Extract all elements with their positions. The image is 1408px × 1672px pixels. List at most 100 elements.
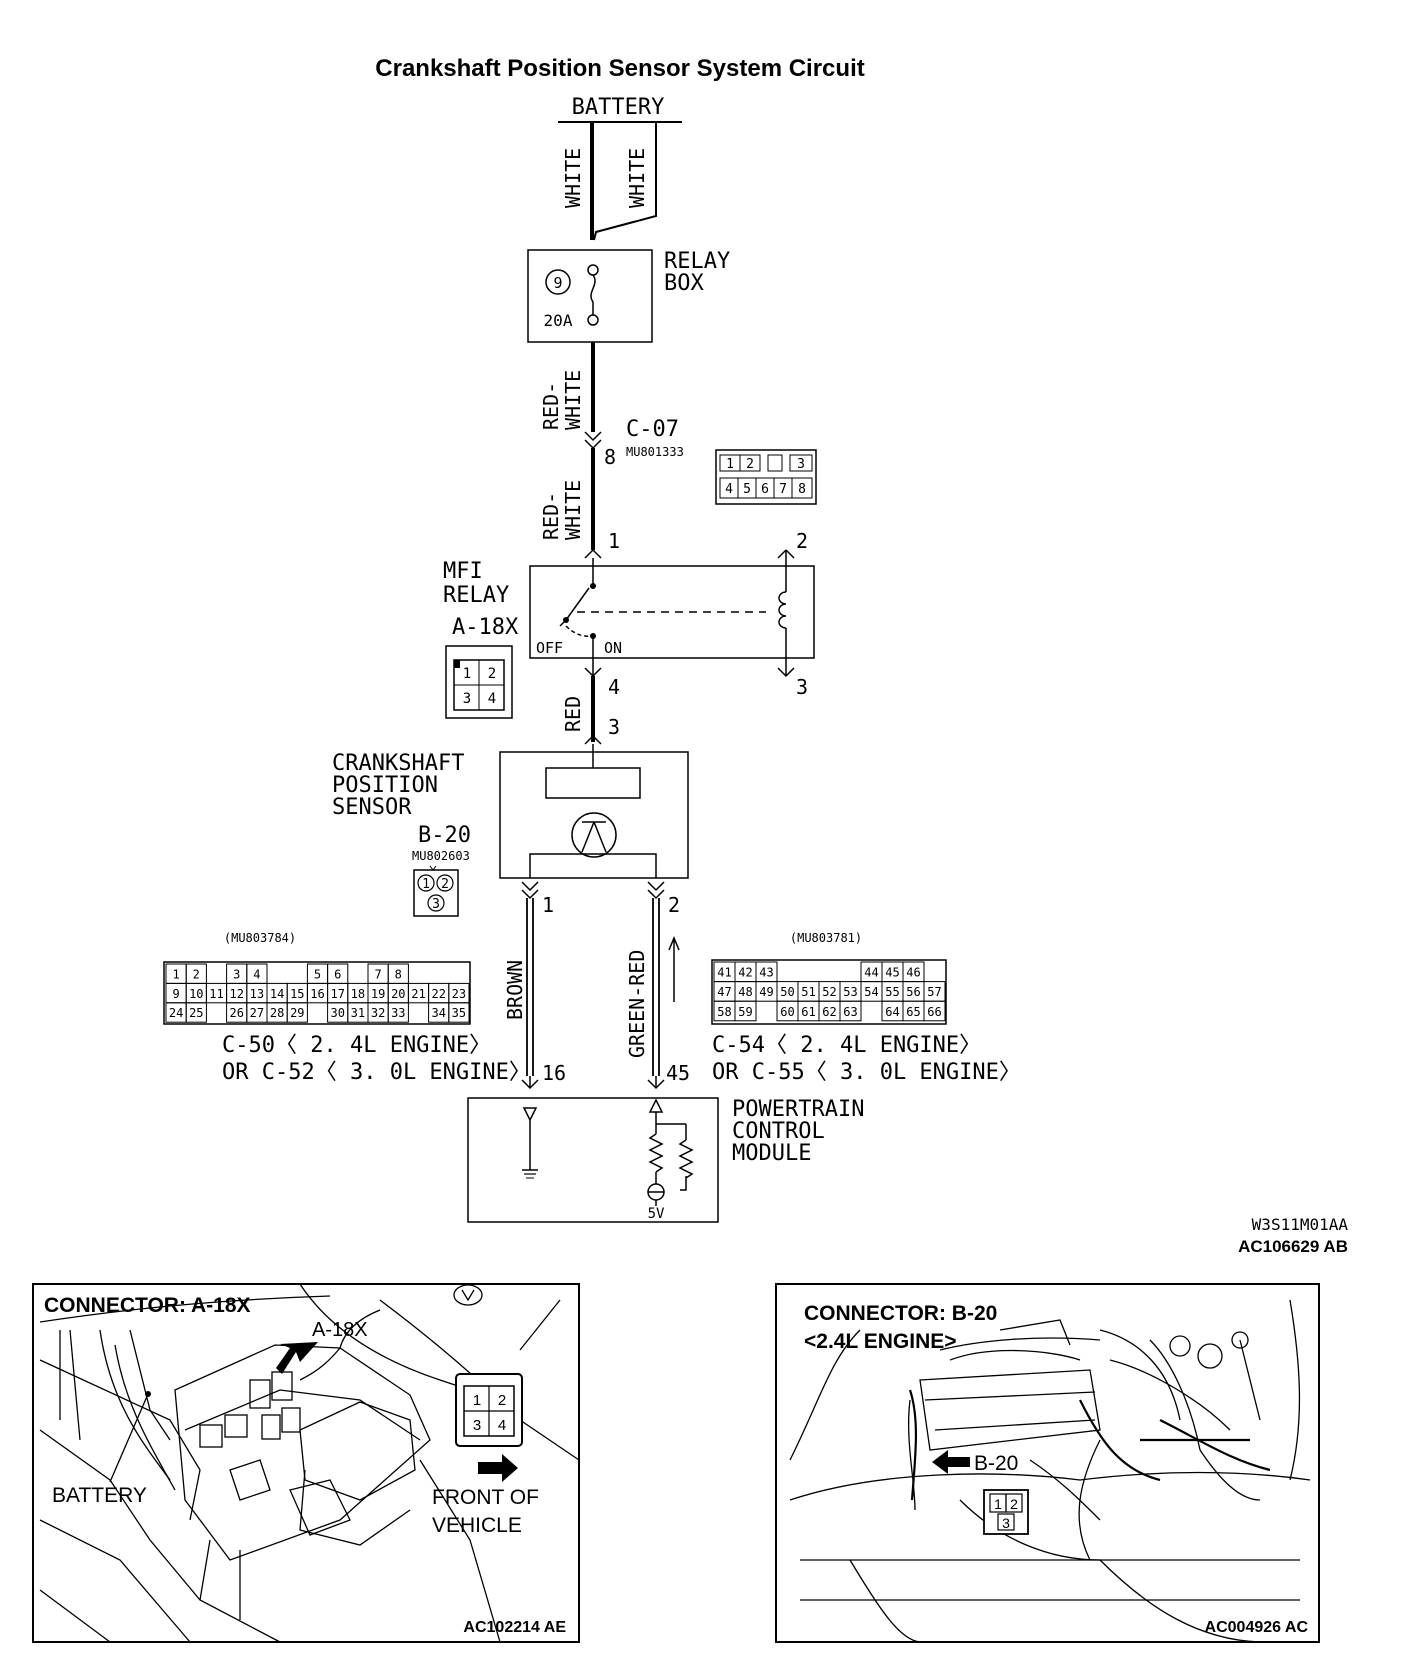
pcm-voltage: 5V — [648, 1206, 665, 1222]
connector-pin-number: 14 — [270, 987, 284, 1001]
connector-pin-number: 26 — [229, 1006, 243, 1020]
left-connector-part: (MU803784) — [224, 931, 296, 945]
connector-pin-number: 56 — [906, 985, 920, 999]
connector-pin-number: 52 — [822, 985, 836, 999]
connector-pin-number: 8 — [395, 967, 402, 981]
panel-a-face-pin: 1 — [473, 1392, 481, 1409]
mfi-pin-2: 2 — [796, 529, 808, 553]
panel-a-front-1: FRONT OF — [432, 1486, 539, 1509]
ckp-pin-2: 2 — [668, 893, 680, 917]
pullup-resistor — [648, 1133, 664, 1173]
panel-b-id: AC004926 AC — [1205, 1619, 1309, 1636]
b20-face-pin: 2 — [441, 877, 449, 892]
connector-location-panel-b20: CONNECTOR: B-20 <2.4L ENGINE> B-20 1 2 3… — [775, 1283, 1320, 1643]
fuse-rating: 20A — [544, 311, 573, 330]
connector-cavity — [923, 1000, 946, 1022]
diagram-id: AC106629 AB — [1238, 1237, 1348, 1256]
wire-label-brown: BROWN — [503, 960, 527, 1020]
connector-pin-number: 64 — [885, 1005, 899, 1019]
panel-b-callout: B-20 — [974, 1452, 1018, 1475]
a18x-face-pin: 4 — [488, 691, 496, 707]
a18x-connector-face: 1 2 3 4 — [445, 645, 513, 719]
wire-label-red-white-2a: RED- — [539, 492, 563, 540]
a18x-face-pin: 3 — [463, 691, 471, 707]
connector-pin-number: 31 — [351, 1006, 365, 1020]
panel-a-battery: BATTERY — [52, 1484, 147, 1507]
connector-pin-number: 20 — [391, 987, 405, 1001]
fuse-terminal-bottom — [587, 314, 599, 326]
mfi-relay-label-1: MFI — [443, 559, 483, 584]
connector-pin-number: 58 — [717, 1005, 731, 1019]
connector-pin-number: 19 — [371, 987, 385, 1001]
c07-face-pin: 4 — [725, 482, 733, 497]
mfi-off-label: OFF — [536, 639, 563, 657]
connector-cavity — [286, 1002, 308, 1023]
wire-label-red: RED — [561, 696, 585, 732]
diagram-title: Crankshaft Position Sensor System Circui… — [375, 55, 864, 82]
connector-pin-number: 46 — [906, 966, 920, 980]
relay-box-label-1: RELAY — [664, 249, 730, 274]
ckp-pin-3: 3 — [608, 715, 620, 739]
connector-pin-number: 21 — [411, 987, 425, 1001]
connector-pin-number: 42 — [738, 966, 752, 980]
mfi-pin-3: 3 — [796, 675, 808, 699]
diagram-code: W3S11M01AA — [1252, 1215, 1349, 1234]
panel-a-arrow — [276, 1342, 318, 1374]
connector-location-panel-a18x: CONNECTOR: A-18X A-18X BATTERY 1 2 3 4 F… — [32, 1283, 580, 1643]
fuse-terminal-top — [587, 264, 599, 276]
c07-face-pin: 6 — [761, 482, 769, 497]
panel-b-face-pin: 3 — [1002, 1515, 1010, 1531]
connector-pin-number: 12 — [229, 987, 243, 1001]
connector-pin-number: 13 — [250, 987, 264, 1001]
right-connector-label-2: OR C-55〈 3. 0L ENGINE〉 — [712, 1060, 1021, 1085]
connector-pin-number: 32 — [371, 1006, 385, 1020]
fuse-number-circle — [545, 269, 571, 295]
c07-face-pin: 3 — [797, 457, 805, 472]
panel-b-title-1: CONNECTOR: B-20 — [804, 1302, 997, 1325]
right-connector-label-1: C-54〈 2. 4L ENGINE〉 — [712, 1033, 981, 1058]
mfi-pin-4: 4 — [608, 675, 620, 699]
connector-pin-number: 59 — [738, 1005, 752, 1019]
connector-pin-number: 9 — [172, 987, 179, 1001]
connector-pin-number: 55 — [885, 985, 899, 999]
connector-pin-number: 45 — [885, 966, 899, 980]
relay-box: 9 20A RELAY BOX — [527, 249, 730, 343]
mfi-on-label: ON — [604, 639, 622, 657]
ckp-label-2: POSITION — [332, 773, 438, 798]
wire-label-white-right: WHITE — [625, 148, 649, 208]
c07-pin: 8 — [604, 445, 616, 469]
b20-connector-id: B-20 — [418, 823, 471, 848]
a18x-face-pin: 2 — [488, 666, 496, 682]
connector-pin-number: 47 — [717, 985, 731, 999]
connector-pin-number: 48 — [738, 985, 752, 999]
panel-a-face-pin: 2 — [498, 1392, 506, 1409]
white-wire-right — [593, 122, 657, 241]
panel-a-face-pin: 4 — [498, 1417, 506, 1434]
panel-a-front-2: VEHICLE — [432, 1514, 522, 1537]
connector-pin-number: 34 — [431, 1006, 445, 1020]
connector-pin-number: 18 — [351, 987, 365, 1001]
battery-label: BATTERY — [572, 95, 665, 120]
panel-a-id: AC102214 AE — [463, 1619, 566, 1636]
c07-name: C-07 — [626, 417, 679, 442]
ckp-label-1: CRANKSHAFT — [332, 751, 464, 776]
connector-pin-number: 65 — [906, 1005, 920, 1019]
connector-pin-number: 62 — [822, 1005, 836, 1019]
panel-b-face-pin: 2 — [1010, 1496, 1018, 1512]
connector-cavity — [448, 1002, 470, 1023]
connector-pin-number: 53 — [843, 985, 857, 999]
connector-pin-number: 54 — [864, 985, 878, 999]
connector-pin-number: 10 — [189, 987, 203, 1001]
mfi-pin-1: 1 — [608, 529, 620, 553]
c07-part: MU801333 — [626, 445, 684, 459]
ckp-transistor — [571, 812, 617, 858]
b20-face-pin: 1 — [422, 877, 430, 892]
connector-pin-number: 24 — [169, 1006, 183, 1020]
b20-connector-face: 1 2 3 — [413, 865, 459, 917]
fuse-element — [590, 274, 596, 316]
connector-pin-number: 11 — [209, 987, 223, 1001]
